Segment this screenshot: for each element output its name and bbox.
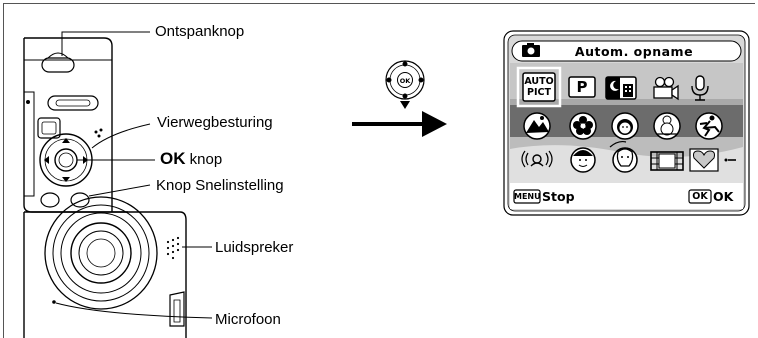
movie-icon — [653, 76, 679, 101]
microphone-hole-drawing — [52, 300, 56, 304]
voice-recording-icon — [691, 75, 709, 101]
label-ok-button: OK knop — [160, 150, 222, 169]
program-mode-icon — [568, 76, 596, 98]
landscape-icon — [523, 112, 551, 140]
portrait-icon — [611, 112, 639, 140]
label-speaker: Luidspreker — [215, 239, 294, 256]
camera-back-drawing — [23, 31, 155, 213]
frame-top-rule — [3, 3, 755, 4]
speaker-holes-drawing — [166, 236, 180, 260]
label-microphone: Microfoon — [215, 311, 281, 328]
four-way-ok-text: OK — [400, 77, 412, 85]
ok-button-drawing — [54, 148, 78, 172]
night-scene-icon — [605, 76, 637, 100]
pet-icon — [609, 140, 638, 173]
kids-icon — [570, 147, 596, 173]
menu-action-label: Stop — [542, 189, 575, 204]
label-ok-rest: knop — [185, 151, 223, 168]
menu-key-box — [513, 189, 541, 204]
camera-front-drawing — [23, 196, 213, 338]
snow-icon — [653, 112, 681, 140]
auto-pict-line1: AUTO — [524, 76, 554, 87]
ok-action-label: OK — [713, 189, 734, 204]
mode-grid — [516, 66, 736, 173]
four-way-controller-icon — [385, 60, 425, 109]
selected-mode-frame — [516, 66, 562, 108]
ok-key-box — [688, 189, 712, 204]
frame-composite-icon — [650, 151, 684, 171]
right-arrow-icon — [352, 111, 447, 137]
menu-key-label: MENU — [514, 192, 541, 201]
screen-title: Autom. opname — [574, 44, 694, 59]
more-modes-indicator-icon — [724, 158, 736, 162]
lens-outer-drawing — [44, 196, 158, 310]
ok-key-label: OK — [692, 191, 708, 202]
sound-icon — [521, 150, 553, 168]
auto-picture-icon — [522, 72, 556, 102]
playback-button-drawing — [37, 117, 61, 139]
frame-left-rule — [3, 3, 4, 338]
heart-icon — [689, 148, 719, 172]
label-shutter: Ontspanknop — [155, 23, 245, 40]
quick-button-drawing — [70, 192, 90, 208]
sport-icon — [695, 112, 723, 140]
camera-mode-icon — [522, 43, 540, 57]
shutter-button-drawing — [41, 57, 75, 73]
zoom-lever-drawing — [47, 95, 99, 111]
label-four-way: Vierwegbesturing — [157, 114, 273, 131]
label-quick-button: Knop Snelinstelling — [156, 177, 284, 194]
label-ok-bold: OK — [160, 149, 186, 168]
program-mode-letter: P — [576, 78, 588, 96]
flower-icon — [569, 112, 597, 140]
auto-pict-line2: PICT — [527, 87, 551, 98]
